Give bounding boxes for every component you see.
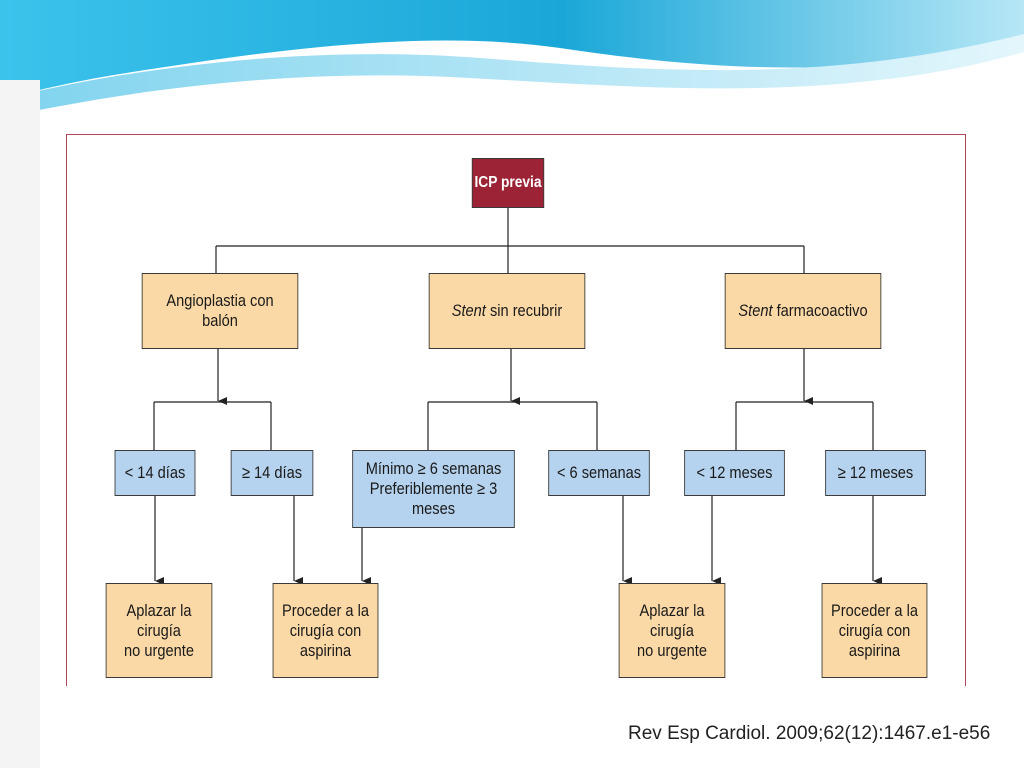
node-label: ≥ 14 días [241, 463, 303, 482]
node-label: < 14 días [124, 463, 186, 482]
node-label: Angioplastia con balón [166, 291, 274, 330]
node-label-line-3: no urgente [637, 640, 707, 660]
node-label-line-2: cirugía con [289, 620, 362, 640]
node-label-line-1: Aplazar la [639, 600, 705, 620]
node-aplazar-cirugia-2: Aplazar la cirugía no urgente [618, 583, 726, 678]
node-proceder-cirugia-2: Proceder a la cirugía con aspirina [821, 583, 928, 678]
node-label-line-1: Proceder a la [831, 600, 918, 620]
node-label-line-1: Aplazar la [126, 600, 192, 620]
node-label-line-3: no urgente [124, 640, 194, 660]
node-label: < 6 semanas [556, 463, 642, 482]
citation-box: Rev Esp Cardiol. 2009;62(12):1467.e1-e56 [612, 700, 1024, 768]
node-proceder-cirugia-1: Proceder a la cirugía con aspirina [272, 583, 379, 678]
node-label-line-1: Mínimo ≥ 6 semanas [365, 459, 502, 478]
left-side-panel [0, 80, 40, 768]
node-aplazar-cirugia-1: Aplazar la cirugía no urgente [105, 583, 213, 678]
node-label-line-3: aspirina [299, 640, 352, 660]
node-label-line-2: cirugía con [838, 620, 911, 640]
node-stent-sin-recubrir: Stent sin recubrir [428, 273, 586, 349]
node-label-line-2: cirugía [650, 620, 694, 640]
node-label-line-2: Preferiblemente ≥ 3 meses [369, 479, 498, 518]
node-label-line-3: aspirina [848, 640, 901, 660]
header-wave-bottom [0, 34, 1024, 118]
node-icp-previa: ICP previa [471, 158, 545, 208]
node-label: < 12 meses [696, 463, 773, 482]
node-label: farmacoactivo [772, 301, 868, 320]
header-wave-top [0, 0, 1024, 100]
node-menos-6-semanas: < 6 semanas [548, 450, 650, 496]
node-label: ICP previa [474, 174, 542, 191]
node-stent-farmacoactivo: Stent farmacoactivo [724, 273, 882, 349]
node-label-italic: Stent [451, 301, 486, 320]
node-minimo-6-semanas: Mínimo ≥ 6 semanas Preferiblemente ≥ 3 m… [352, 450, 515, 528]
node-label: ≥ 12 meses [837, 463, 914, 482]
citation-text: Rev Esp Cardiol. 2009;62(12):1467.e1-e56 [628, 723, 991, 744]
node-angioplastia-balon: Angioplastia con balón [141, 273, 299, 349]
node-menos-12-meses: < 12 meses [684, 450, 785, 496]
node-label-line-1: Proceder a la [282, 600, 369, 620]
node-label: sin recubrir [485, 301, 563, 320]
node-mas-14-dias: ≥ 14 días [230, 450, 314, 496]
node-menos-14-dias: < 14 días [114, 450, 196, 496]
node-mas-12-meses: ≥ 12 meses [825, 450, 926, 496]
node-label-italic: Stent [738, 301, 773, 320]
node-label-line-2: cirugía [137, 620, 181, 640]
